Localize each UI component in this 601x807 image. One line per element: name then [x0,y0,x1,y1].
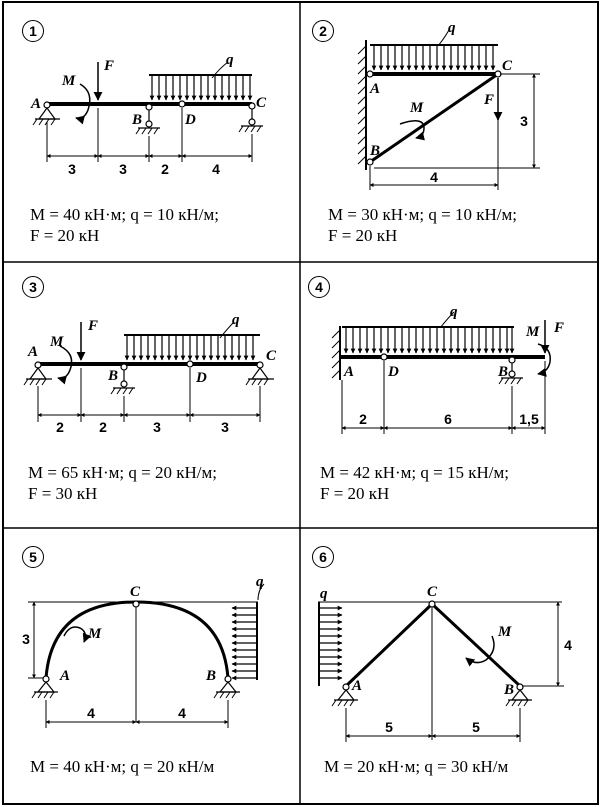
problem-number: 3 [22,276,44,298]
dim-2: 2 [99,419,107,435]
frame-diagram-6: M q A B C 4 5 5 [318,584,572,742]
params-line-2: F = 20 кН [30,226,100,245]
dim-right: 5 [472,719,480,735]
label-A: A [59,668,70,684]
params-line-2: F = 20 кН [320,484,390,503]
label-A: A [351,678,362,694]
dim-2: 6 [444,411,452,427]
label-C: C [427,584,438,600]
dim-right: 4 [178,705,186,721]
beam-diagram-3: M F q A B D C 2 2 3 3 [23,312,277,435]
params-line-2: F = 30 кН [28,484,98,503]
dim-left: 4 [87,705,95,721]
label-q: q [256,574,264,590]
dim-3: 3 [153,419,161,435]
dim-height: 3 [520,113,528,129]
problem-number: 4 [308,276,330,298]
dim-1: 2 [56,419,64,435]
label-q: q [232,312,240,328]
label-q: q [226,52,234,68]
load-parameters: M = 30 кН·м; q = 10 кН/м; F = 20 кН [328,204,517,246]
label-C: C [266,348,277,364]
load-parameters: M = 42 кН·м; q = 15 кН/м; F = 20 кН [320,462,509,504]
label-F: F [483,92,494,108]
label-F: F [103,58,114,74]
problem-5: 5 [0,528,300,804]
params-line-1: M = 40 кН·м; q = 10 кН/м; [30,205,219,224]
label-C: C [502,58,513,74]
load-parameters: M = 20 кН·м; q = 30 кН/м [324,756,508,777]
label-A: A [369,81,380,97]
problem-number: 2 [312,20,334,42]
label-C: C [256,95,267,111]
problem-1: 1 [0,0,300,262]
problem-3: 3 [0,262,300,528]
label-A: A [343,364,354,380]
label-B: B [503,682,514,698]
label-D: D [387,364,399,380]
label-B: B [205,668,216,684]
dim-2: 3 [119,161,127,177]
arch-diagram-5: M q A B C 3 4 4 [22,574,265,728]
dim-height: 4 [564,637,572,653]
label-M: M [87,626,102,642]
label-M: M [525,324,540,340]
load-parameters: M = 40 кН·м; q = 10 кН/м; F = 20 кН [30,204,219,246]
params-line-1: M = 42 кН·м; q = 15 кН/м; [320,463,509,482]
label-C: C [130,584,141,600]
label-q: q [448,20,456,36]
frame-diagram-2: M F q A B C 4 3 [357,20,540,190]
dim-4: 3 [221,419,229,435]
label-M: M [61,73,76,89]
dim-4: 4 [212,161,220,177]
label-q: q [320,586,328,602]
dim-3: 1,5 [519,411,539,427]
dim-left: 5 [385,719,393,735]
problem-4: 4 [300,262,598,528]
load-parameters: M = 65 кН·м; q = 20 кН/м; F = 30 кН [28,462,217,504]
load-parameters: M = 40 кН·м; q = 20 кН/м [30,756,214,777]
dim-height: 3 [22,631,30,647]
label-B: B [107,368,118,384]
label-A: A [27,344,38,360]
beam-diagram-1: M F q A B D C 3 3 2 4 [30,52,267,177]
label-M: M [409,100,424,116]
problem-2: 2 [300,0,598,262]
label-D: D [184,112,196,128]
label-M: M [49,334,64,350]
problem-number: 5 [22,546,44,568]
beam-diagram-4: M F q A B D 2 6 1,5 [331,304,564,434]
dim-width: 4 [430,169,438,185]
params-line-1: M = 65 кН·м; q = 20 кН/м; [28,463,217,482]
label-B: B [131,112,142,128]
problem-number: 6 [312,546,334,568]
dim-3: 2 [161,161,169,177]
label-D: D [195,370,207,386]
label-M: M [497,624,512,640]
label-B: B [369,143,380,159]
problem-6: 6 [300,528,598,804]
label-F: F [553,320,564,336]
params-line-1: M = 20 кН·м; q = 30 кН/м [324,757,509,776]
label-B: B [497,364,508,380]
label-q: q [450,304,458,320]
params-line-2: F = 20 кН [328,226,398,245]
params-line-1: M = 40 кН·м; q = 20 кН/м [30,757,215,776]
dim-1: 3 [68,161,76,177]
label-A: A [30,96,41,112]
label-F: F [87,318,98,334]
dim-1: 2 [359,411,367,427]
problem-number: 1 [22,20,44,42]
params-line-1: M = 30 кН·м; q = 10 кН/м; [328,205,517,224]
